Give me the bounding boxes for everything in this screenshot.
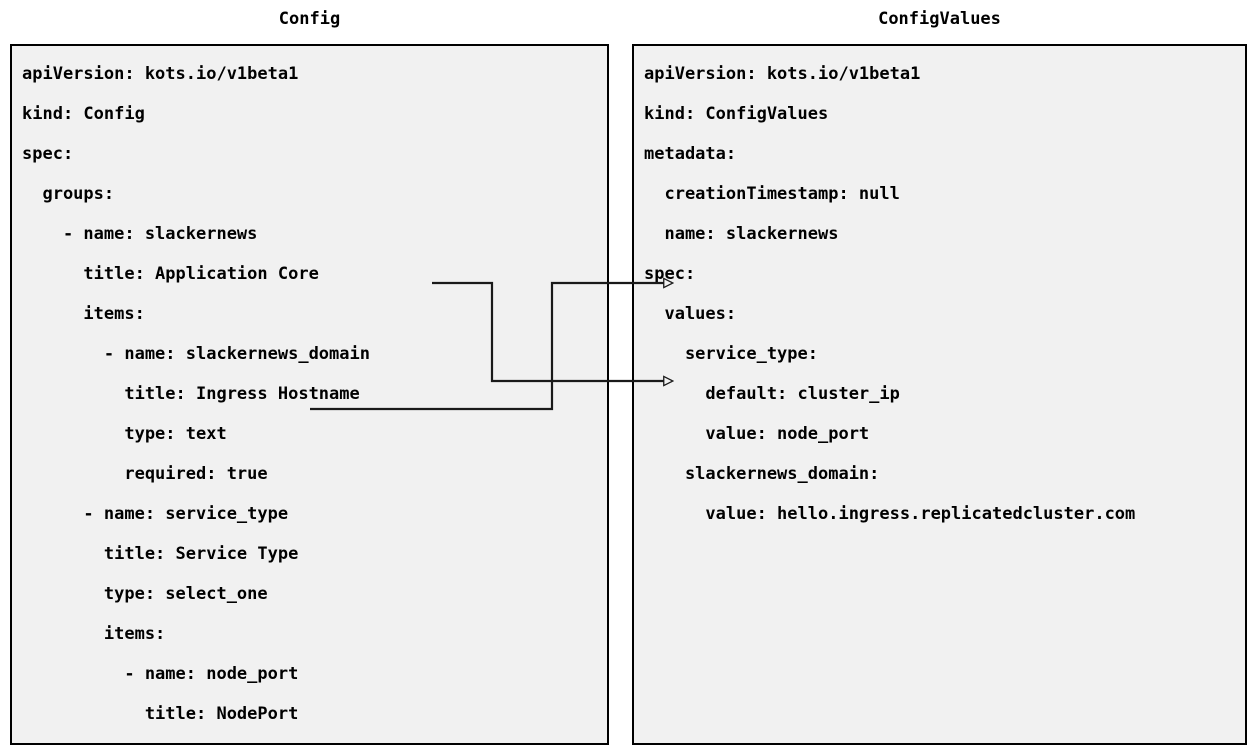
configvalues-yaml-code: apiVersion: kots.io/v1beta1 kind: ConfigV… [634,46,1245,534]
configvalues-yaml-line: default: cluster_ip [644,384,900,404]
configvalues-yaml-line: spec: [644,264,696,284]
configvalues-yaml-line: creationTimestamp: null [644,184,900,204]
configvalues-yaml-line: value: node_port [644,424,870,444]
configvalues-yaml-line: name: slackernews [644,224,839,244]
config-yaml-line: required: true [22,464,268,484]
config-yaml-line: title: Ingress Hostname [22,384,360,404]
config-yaml-line: - name: node_port [22,664,299,684]
config-yaml-line: title: Service Type [22,544,299,564]
configvalues-yaml-line: value: hello.ingress.replicatedcluster.c… [644,504,1136,524]
configvalues-yaml-line: slackernews_domain: [644,464,880,484]
config-column-title: Config [278,9,341,29]
configvalues-yaml-line: apiVersion: kots.io/v1beta1 [644,64,921,84]
config-yaml-code: apiVersion: kots.io/v1beta1 kind: Config s… [12,46,607,743]
config-yaml-line: - name: service_type [22,504,289,524]
config-yaml-line: type: text [22,424,227,444]
config-yaml-line: - name: slackernews [22,224,258,244]
configvalues-column-title: ConfigValues [878,9,1001,29]
configvalues-yaml-panel: apiVersion: kots.io/v1beta1 kind: ConfigV… [632,44,1247,745]
config-yaml-line: spec: [22,144,74,164]
config-yaml-line: apiVersion: kots.io/v1beta1 [22,64,299,84]
configvalues-yaml-line: service_type: [644,344,818,364]
configvalues-yaml-line: values: [644,304,737,324]
configvalues-yaml-line: metadata: [644,144,737,164]
config-yaml-panel: apiVersion: kots.io/v1beta1 kind: Config s… [10,44,609,745]
configvalues-yaml-line: kind: ConfigValues [644,104,829,124]
config-yaml-line: - name: slackernews_domain [22,344,370,364]
config-yaml-line: kind: Config [22,104,145,124]
config-yaml-line: type: select_one [22,584,268,604]
config-yaml-line: items: [22,304,145,324]
config-yaml-line: title: Application Core [22,264,319,284]
config-yaml-line: groups: [22,184,115,204]
config-yaml-line: - name: cluster_ip [12,734,607,743]
config-yaml-line: items: [22,624,166,644]
config-yaml-line: title: NodePort [22,704,299,724]
